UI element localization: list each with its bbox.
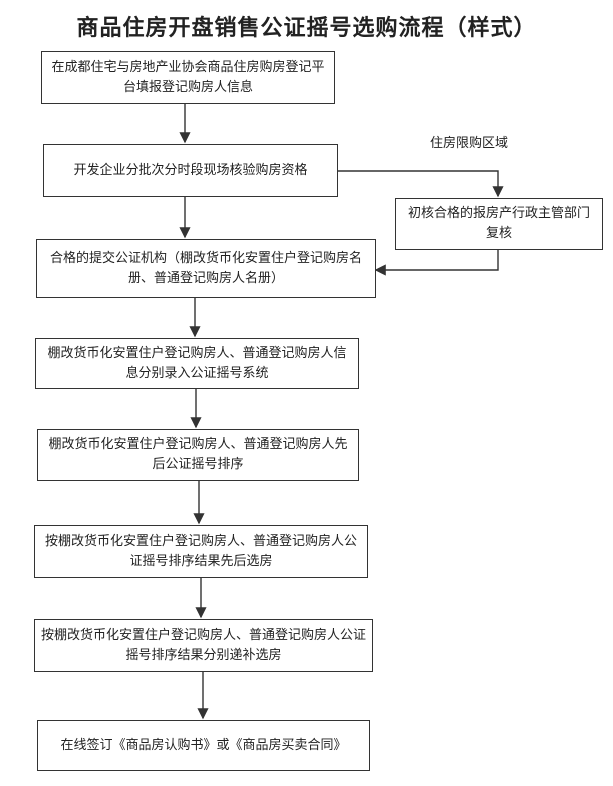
step-register-info: 在成都住宅与房地产业协会商品住房购房登记平台填报登记购房人信息 xyxy=(41,51,335,104)
step-label: 按棚改货币化安置住户登记购房人、普通登记购房人公证摇号排序结果先后选房 xyxy=(44,533,357,569)
step-select-house: 按棚改货币化安置住户登记购房人、普通登记购房人公证摇号排序结果先后选房 xyxy=(34,525,368,578)
step-label: 棚改货币化安置住户登记购房人、普通登记购房人先后公证摇号排序 xyxy=(48,437,348,472)
step-label: 初核合格的报房产行政主管部门复核 xyxy=(407,206,590,241)
step-label: 合格的提交公证机构（棚改货币化安置住户登记购房名册、普通登记购房人名册） xyxy=(49,250,362,286)
step-substitute-select: 按棚改货币化安置住户登记购房人、普通登记购房人公证摇号排序结果分别递补选房 xyxy=(34,619,373,672)
restricted-area-label: 住房限购区域 xyxy=(430,136,509,151)
step-submit-notary: 合格的提交公证机构（棚改货币化安置住户登记购房名册、普通登记购房人名册） xyxy=(36,239,376,298)
arrow-side-s3 xyxy=(374,250,499,276)
arrow-s2-side xyxy=(338,170,504,198)
step-authority-review: 初核合格的报房产行政主管部门复核 xyxy=(395,198,603,250)
step-label: 开发企业分批次分时段现场核验购房资格 xyxy=(73,162,308,178)
page-title: 商品住房开盘销售公证摇号选购流程（样式） xyxy=(76,16,537,41)
step-label: 在成都住宅与房地产业协会商品住房购房登记平台填报登记购房人信息 xyxy=(51,59,325,95)
step-lottery-ranking: 棚改货币化安置住户登记购房人、普通登记购房人先后公证摇号排序 xyxy=(37,429,359,481)
step-enter-system: 棚改货币化安置住户登记购房人、普通登记购房人信息分别录入公证摇号系统 xyxy=(35,338,359,389)
step-label: 在线签订《商品房认购书》或《商品房买卖合同》 xyxy=(60,737,347,753)
step-label: 棚改货币化安置住户登记购房人、普通登记购房人信息分别录入公证摇号系统 xyxy=(47,345,347,381)
step-label: 按棚改货币化安置住户登记购房人、普通登记购房人公证摇号排序结果分别递补选房 xyxy=(41,627,367,663)
step-verify-qualification: 开发企业分批次分时段现场核验购房资格 xyxy=(43,144,338,197)
step-sign-contract: 在线签订《商品房认购书》或《商品房买卖合同》 xyxy=(37,720,370,771)
